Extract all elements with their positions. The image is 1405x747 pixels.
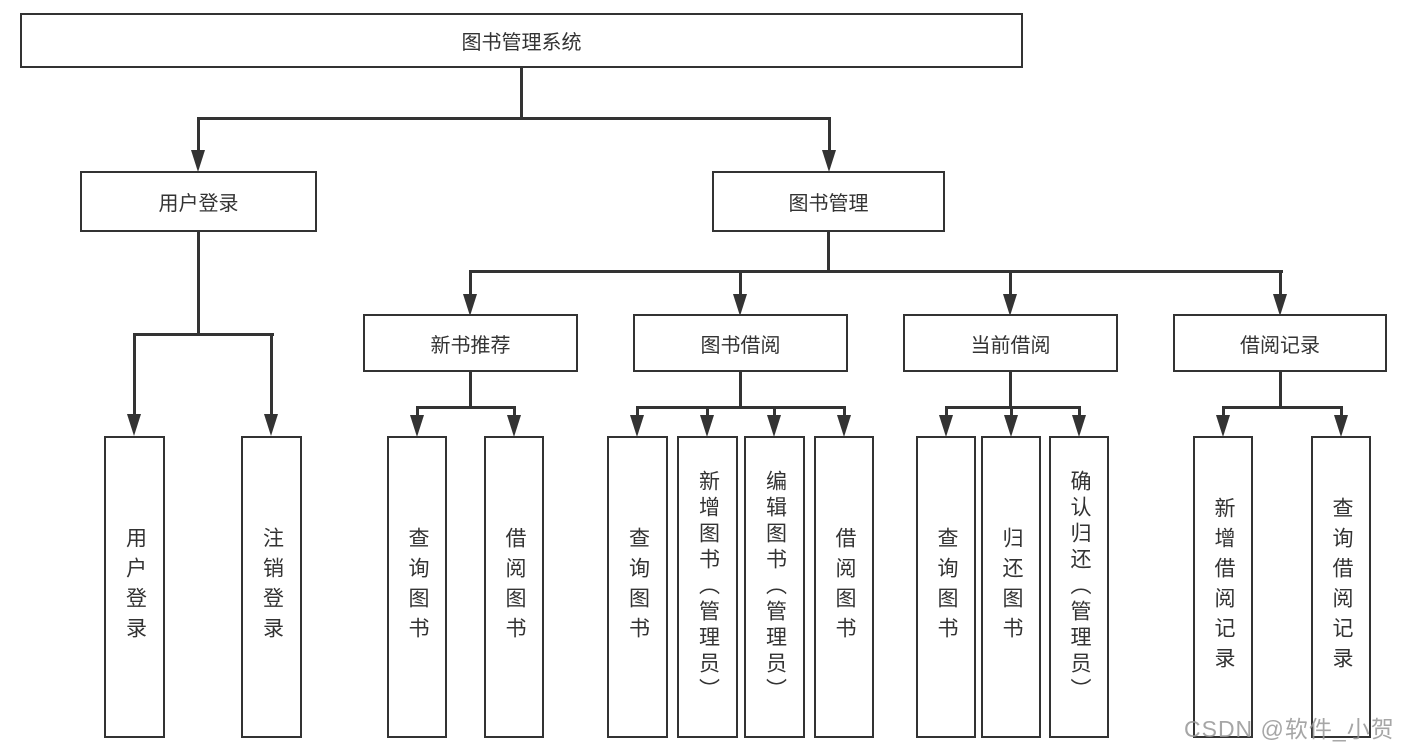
connector-to-book-management: [827, 117, 831, 153]
connector-leaf: [705, 406, 709, 418]
connector-to-current-borrow: [1008, 270, 1012, 296]
connector-records-stem: [1278, 372, 1282, 409]
leaf-logout: 注销登录: [241, 436, 302, 738]
connector-leaf: [1009, 406, 1013, 418]
leaf-query-borrow-record: 查询借阅记录: [1311, 436, 1371, 738]
connector-book-borrow-stem: [738, 372, 742, 409]
arrow-down-icon: [822, 150, 836, 172]
node-library-system: 图书管理系统: [20, 13, 1023, 68]
connector-current-stem: [1008, 372, 1012, 409]
leaf-return-book: 归还图书: [981, 436, 1041, 738]
leaf-query-books-recommend: 查询图书: [387, 436, 447, 738]
connector-root-bar: [196, 117, 831, 120]
node-book-management: 图书管理: [712, 171, 945, 232]
leaf-confirm-return-admin: 确认归还（管理员）: [1049, 436, 1109, 738]
node-book-borrow: 图书借阅: [633, 314, 848, 372]
arrow-down-icon: [264, 414, 278, 436]
arrow-down-icon: [767, 415, 781, 437]
arrow-down-icon: [463, 294, 477, 316]
connector-records-bar: [1221, 406, 1343, 409]
arrow-down-icon: [1273, 294, 1287, 316]
connector-leaf: [1077, 406, 1081, 418]
connector-to-leaf-logout: [269, 333, 273, 415]
connector-to-book-borrow: [738, 270, 742, 296]
arrow-down-icon: [1003, 294, 1017, 316]
connector-to-user-login: [196, 117, 200, 153]
connector-leaf: [635, 406, 639, 418]
arrow-down-icon: [191, 150, 205, 172]
connector-user-login-bar: [132, 333, 274, 336]
arrow-down-icon: [1004, 415, 1018, 437]
arrow-down-icon: [630, 415, 644, 437]
arrow-down-icon: [700, 415, 714, 437]
node-current-borrow: 当前借阅: [903, 314, 1118, 372]
leaf-add-book-admin: 新增图书（管理员）: [677, 436, 738, 738]
leaf-user-login: 用户登录: [104, 436, 165, 738]
connector-user-login-stem: [196, 232, 200, 336]
leaf-borrow-books-recommend: 借阅图书: [484, 436, 544, 738]
arrow-down-icon: [1216, 415, 1230, 437]
arrow-down-icon: [939, 415, 953, 437]
connector-to-leaf-user-login: [132, 333, 136, 415]
arrow-down-icon: [127, 414, 141, 436]
connector-to-borrow-records: [1278, 270, 1282, 296]
arrow-down-icon: [1072, 415, 1086, 437]
connector-leaf: [512, 406, 516, 418]
connector-new-book-bar: [415, 406, 516, 409]
csdn-watermark: CSDN @软件_小贺同学: [1184, 716, 1395, 742]
connector-leaf: [415, 406, 419, 418]
connector-leaf: [944, 406, 948, 418]
leaf-add-borrow-record: 新增借阅记录: [1193, 436, 1253, 738]
arrow-down-icon: [1334, 415, 1348, 437]
arrow-down-icon: [837, 415, 851, 437]
arrow-down-icon: [410, 415, 424, 437]
connector-leaf: [842, 406, 846, 418]
connector-new-book-stem: [468, 372, 472, 409]
leaf-borrow-books: 借阅图书: [814, 436, 874, 738]
connector-book-mgmt-stem: [826, 232, 830, 273]
connector-leaf: [1339, 406, 1343, 418]
arrow-down-icon: [733, 294, 747, 316]
connector-leaf: [1221, 406, 1225, 418]
node-borrow-records: 借阅记录: [1173, 314, 1387, 372]
connector-root-stem: [519, 68, 523, 119]
connector-book-borrow-bar: [635, 406, 846, 409]
connector-leaf: [772, 406, 776, 418]
connector-current-bar: [944, 406, 1081, 409]
node-new-book-recommend: 新书推荐: [363, 314, 578, 372]
leaf-query-books-borrow: 查询图书: [607, 436, 668, 738]
connector-to-new-book: [468, 270, 472, 296]
arrow-down-icon: [507, 415, 521, 437]
node-user-login: 用户登录: [80, 171, 317, 232]
leaf-edit-book-admin: 编辑图书（管理员）: [744, 436, 805, 738]
connector-book-mgmt-bar: [468, 270, 1283, 273]
leaf-query-books-current: 查询图书: [916, 436, 976, 738]
